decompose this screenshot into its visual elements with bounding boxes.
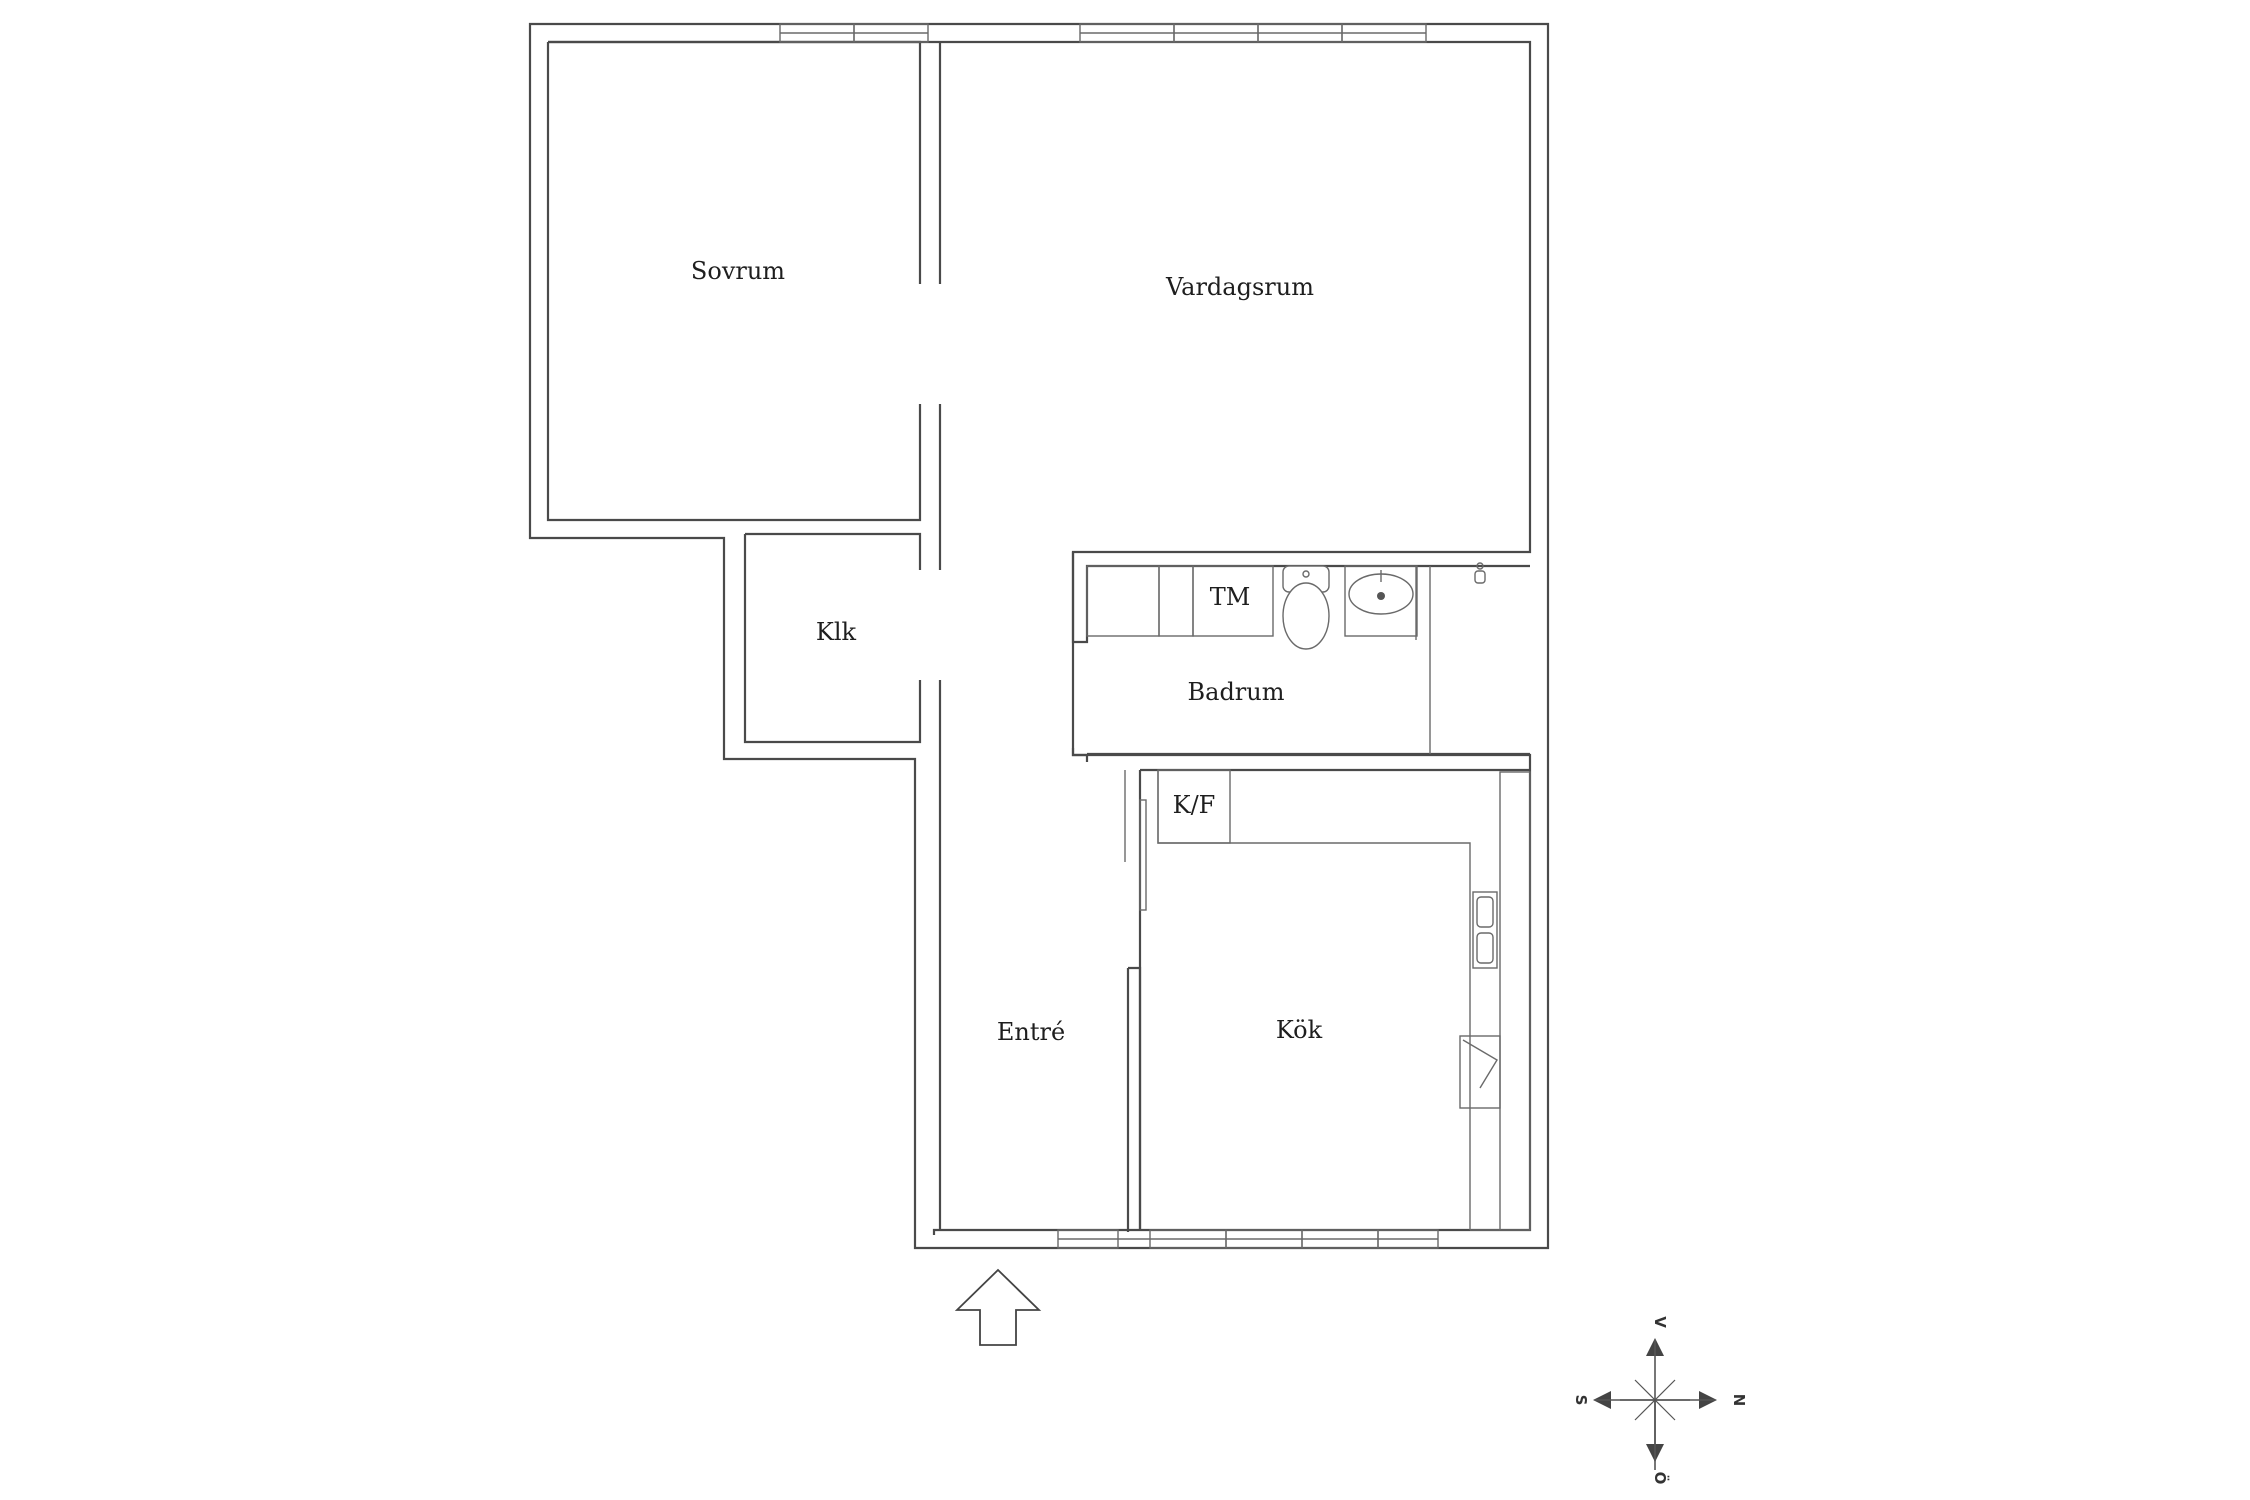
label-kf: K/F <box>1173 791 1216 819</box>
label-sovrum: Sovrum <box>691 257 785 285</box>
sink-icon <box>1344 565 1418 637</box>
kitchen-sink-icon <box>1472 891 1498 969</box>
label-vardagsrum: Vardagsrum <box>1165 273 1314 301</box>
label-badrum: Badrum <box>1188 678 1285 706</box>
label-entre: Entré <box>997 1018 1065 1046</box>
klk-room <box>743 532 942 1230</box>
label-klk: Klk <box>816 618 857 646</box>
compass-east: Ö <box>1651 1472 1670 1485</box>
label-tm: TM <box>1210 583 1251 611</box>
label-kok: Kök <box>1276 1016 1323 1044</box>
appliance-icon <box>1459 1035 1501 1109</box>
entry-arrow-icon <box>954 1268 1042 1346</box>
window-bottom <box>1057 1229 1439 1249</box>
toilet-icon <box>1282 565 1330 650</box>
compass-west: V <box>1651 1316 1669 1328</box>
compass-north: N <box>1730 1394 1748 1407</box>
shower-icon <box>1474 562 1486 584</box>
kok-room <box>1138 768 1531 1231</box>
window-top-sovrum <box>779 23 929 43</box>
badrum-room <box>1071 552 1530 762</box>
compass-south: S <box>1572 1395 1590 1406</box>
door-leaf <box>1124 770 1147 1232</box>
compass-icon <box>1593 1338 1717 1470</box>
window-top-vardagsrum <box>1079 23 1427 43</box>
